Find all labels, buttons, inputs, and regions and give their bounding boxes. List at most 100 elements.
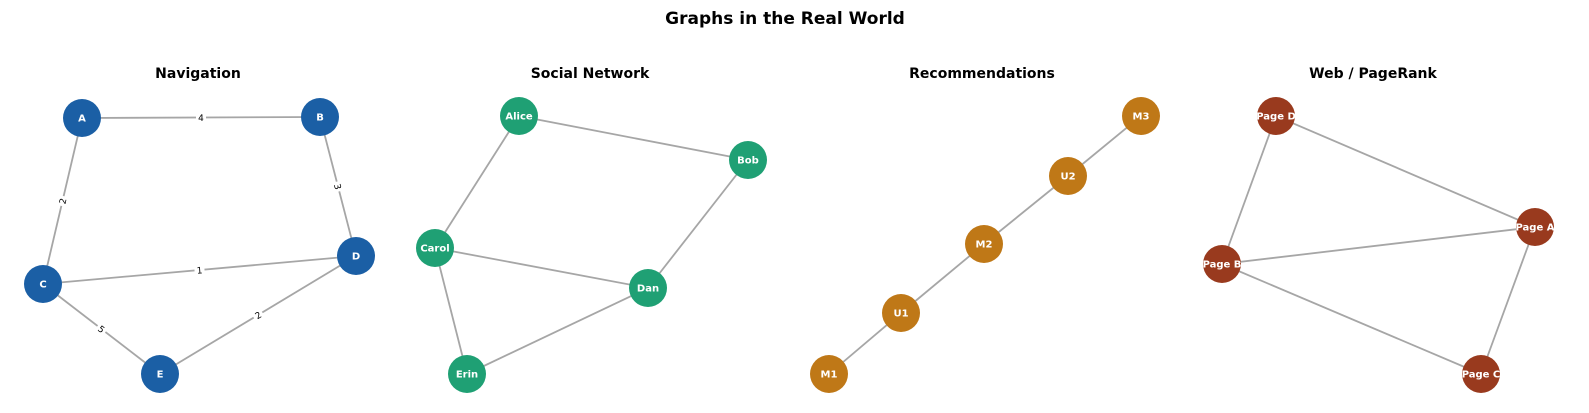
node-page-d: Page D [1256, 97, 1296, 135]
node-circle [301, 98, 339, 136]
node-page-c: Page C [1462, 355, 1501, 393]
node-m2: M2 [965, 225, 1003, 263]
node-label: D [352, 252, 360, 263]
edge-weight-label: 1 [196, 266, 203, 276]
edges-navigation: 4 2 3 1 5 2 [42, 111, 357, 375]
edge-weight-a-b: 4 [195, 111, 207, 124]
node-a: A [63, 99, 101, 137]
edge-alice-bob [518, 115, 749, 161]
edge-weight-bg [193, 263, 206, 277]
node-circle [810, 355, 848, 393]
panel-title-recommendations: Recommendations [909, 66, 1055, 82]
edge-weight-bg [55, 194, 70, 208]
edge-page-d-page-a [1275, 115, 1536, 228]
node-erin: Erin [448, 355, 486, 393]
node-label: U1 [893, 309, 908, 320]
panel-web-pagerank: Web / PageRank Page D Page A Page B Page C [1203, 66, 1555, 393]
node-label: Alice [505, 112, 533, 123]
edge-weight-bg [93, 321, 110, 337]
nodes-web-pagerank: Page D Page A Page B Page C [1203, 97, 1555, 393]
node-page-a: Page A [1516, 208, 1555, 246]
node-circle [1516, 208, 1554, 246]
node-label: Erin [456, 370, 478, 381]
edge-dan-erin [466, 287, 649, 375]
node-m1: M1 [810, 355, 848, 393]
nodes-recommendations: M1 U1 M2 U2 M3 [810, 97, 1160, 393]
edge-weight-label: 2 [58, 197, 69, 205]
edge-alice-carol [434, 115, 520, 249]
node-d: D [337, 237, 375, 275]
node-circle [729, 141, 767, 179]
node-u1: U1 [882, 294, 920, 332]
node-circle [1462, 355, 1500, 393]
node-circle [1122, 97, 1160, 135]
node-label: Page D [1256, 112, 1296, 123]
edge-weight-label: 4 [198, 114, 204, 124]
node-alice: Alice [500, 97, 538, 135]
node-u2: U2 [1049, 157, 1087, 195]
node-label: Page A [1516, 223, 1555, 234]
edge-weight-bg [330, 180, 346, 193]
edge-weight-label: 3 [331, 183, 342, 191]
edge-weight-label: 5 [95, 324, 106, 335]
node-circle [337, 237, 375, 275]
edge-carol-erin [434, 247, 468, 375]
node-circle [63, 99, 101, 137]
edges-social-network [434, 115, 749, 375]
node-label: M2 [976, 240, 993, 251]
node-bob: Bob [729, 141, 767, 179]
edge-page-b-page-c [1221, 263, 1482, 375]
edge-weight-label: 2 [254, 311, 264, 323]
edge-weight-bg [250, 307, 266, 323]
node-circle [1049, 157, 1087, 195]
node-e: E [141, 355, 179, 393]
node-circle [1257, 97, 1295, 135]
node-circle [141, 355, 179, 393]
node-label: Bob [737, 156, 759, 167]
panel-title-navigation: Navigation [155, 66, 241, 82]
panel-title-social-network: Social Network [531, 66, 650, 82]
edge-weight-d-e: 2 [250, 307, 266, 323]
edge-page-b-page-a [1221, 226, 1536, 265]
node-circle [24, 265, 62, 303]
edge-bob-dan [647, 159, 749, 289]
node-label: Page B [1203, 260, 1242, 271]
node-circle [500, 97, 538, 135]
edge-weight-c-e: 5 [93, 321, 110, 337]
node-label: Carol [420, 244, 449, 255]
node-circle [882, 294, 920, 332]
panel-navigation: Navigation 4 2 3 1 5 2 A B C D E [24, 66, 375, 393]
node-circle [416, 229, 454, 267]
edge-weight-bg [195, 111, 207, 124]
node-label: Page C [1462, 370, 1501, 381]
edge-carol-dan [434, 247, 649, 289]
node-dan: Dan [629, 269, 667, 307]
node-page-b: Page B [1203, 245, 1242, 283]
edge-weight-b-d: 3 [330, 180, 346, 193]
node-carol: Carol [416, 229, 454, 267]
edge-page-d-page-b [1221, 115, 1277, 265]
node-b: B [301, 98, 339, 136]
panel-title-web-pagerank: Web / PageRank [1309, 66, 1437, 82]
edge-weight-a-c: 2 [55, 194, 70, 208]
node-circle [629, 269, 667, 307]
nodes-navigation: A B C D E [24, 98, 375, 393]
node-m3: M3 [1122, 97, 1160, 135]
panel-recommendations: Recommendations M1 U1 M2 U2 M3 [810, 66, 1160, 393]
node-label: U2 [1060, 172, 1075, 183]
node-label: Dan [637, 284, 659, 295]
node-c: C [24, 265, 62, 303]
node-circle [965, 225, 1003, 263]
node-circle [1203, 245, 1241, 283]
node-circle [448, 355, 486, 393]
node-label: B [316, 113, 324, 124]
node-label: M1 [821, 370, 838, 381]
node-label: M3 [1133, 112, 1150, 123]
figure-title: Graphs in the Real World [665, 9, 905, 29]
node-label: E [157, 370, 164, 381]
edge-page-a-page-c [1480, 226, 1536, 375]
node-label: C [39, 280, 46, 291]
